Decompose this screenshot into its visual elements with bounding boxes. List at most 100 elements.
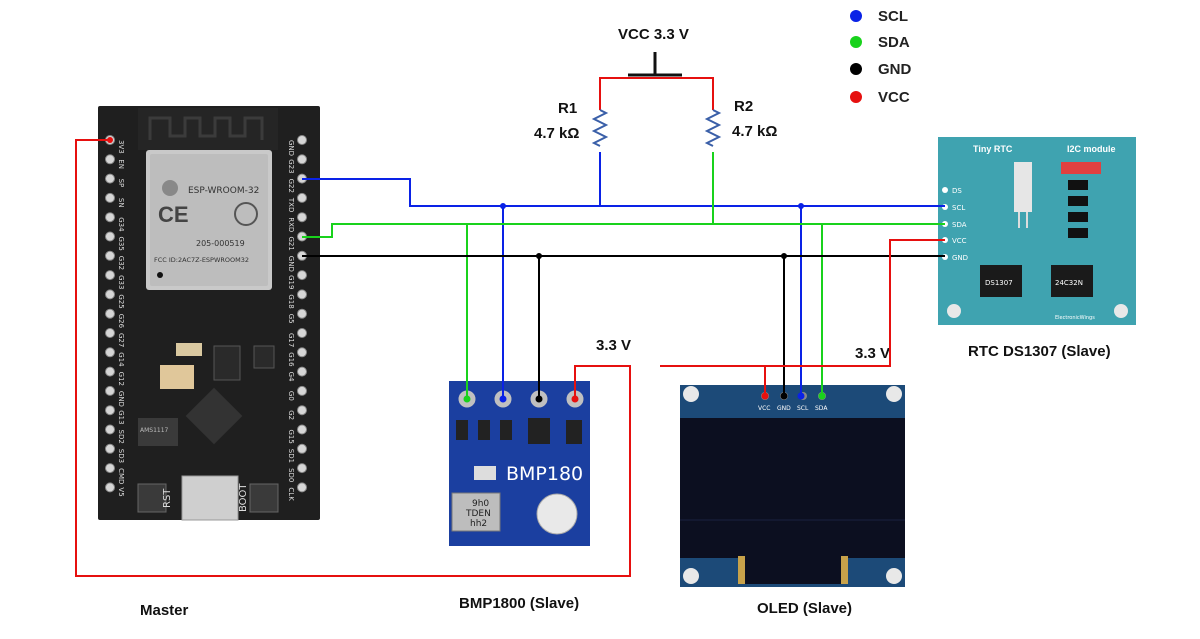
esp32-right-pin bbox=[297, 482, 307, 493]
esp32-left-pin-label: G27 bbox=[117, 333, 125, 347]
r1-value: 4.7 kΩ bbox=[534, 125, 579, 142]
ams-chip-label: AMS1117 bbox=[140, 427, 169, 434]
legend-label-scl: SCL bbox=[878, 8, 908, 25]
esp32-right-pin-label: GND bbox=[287, 140, 295, 156]
oled-terminal-gnd bbox=[780, 392, 788, 400]
ce-mark: CE bbox=[158, 202, 189, 227]
bmp180-supply-label: 3.3 V bbox=[596, 337, 631, 354]
esp32-left-pin bbox=[105, 270, 115, 281]
oled-hole-tr bbox=[886, 386, 902, 402]
esp32-left-pin bbox=[105, 347, 115, 358]
esp32-left-pin-label: G32 bbox=[117, 256, 125, 270]
oled-hole-br bbox=[886, 568, 902, 584]
rtc-pin-label: SCL bbox=[952, 204, 965, 212]
rtc-red-component bbox=[1061, 162, 1101, 174]
legend-dot-vcc bbox=[850, 91, 862, 103]
esp32-right-pin-label: G22 bbox=[287, 179, 295, 193]
esp32-left-pin bbox=[105, 250, 115, 261]
rst-label: RST bbox=[162, 488, 173, 508]
rtc-pin bbox=[942, 187, 948, 193]
rtc-smd-4 bbox=[1068, 228, 1088, 238]
esp32-board: ESP-WROOM-32 CE 205-000519 FCC ID:2AC7Z-… bbox=[98, 106, 320, 521]
rtc-smd-3 bbox=[1068, 212, 1088, 222]
bmp-terminal-scl bbox=[499, 395, 507, 403]
wire-terminals bbox=[463, 392, 826, 403]
esp32-left-pin bbox=[105, 366, 115, 377]
wire-vcc-main bbox=[75, 139, 631, 577]
esp32-left-pin-label: G35 bbox=[117, 237, 125, 251]
junction-gnd-oled bbox=[781, 253, 787, 259]
bmp-sensor-line-1: 9h0 bbox=[472, 499, 489, 509]
bmp-terminal-vcc bbox=[571, 395, 579, 403]
bmp-sensor-line-3: hh2 bbox=[470, 519, 487, 529]
esp32-left-pin-label: EN bbox=[117, 159, 125, 169]
pin1-dot bbox=[157, 272, 163, 278]
transistor bbox=[253, 345, 275, 369]
esp32-left-pin-label: G33 bbox=[117, 275, 125, 289]
esp32-antenna bbox=[138, 108, 278, 150]
bmp-sensor-line-2: TDEN bbox=[465, 509, 491, 519]
bmp-capacitor bbox=[474, 466, 496, 480]
wire-sda-bus bbox=[302, 223, 945, 238]
esp32-right-pin-label: G5 bbox=[287, 314, 295, 324]
bmp-terminal-gnd bbox=[535, 395, 543, 403]
esp32-right-pin-label: SD1 bbox=[287, 449, 295, 463]
esp32-left-pin bbox=[105, 231, 115, 242]
boot-label: BOOT bbox=[238, 483, 249, 512]
esp32-caption: Master bbox=[140, 602, 189, 619]
bmp-smd-1 bbox=[456, 420, 468, 440]
legend: SCL SDA GND VCC bbox=[850, 8, 912, 106]
oled-caption: OLED (Slave) bbox=[757, 600, 852, 617]
r1-name: R1 bbox=[558, 100, 577, 117]
esp32-right-pin bbox=[297, 366, 307, 377]
esp32-right-pin bbox=[297, 308, 307, 319]
vcc-rail-wire bbox=[599, 77, 714, 110]
espressif-logo-icon bbox=[234, 202, 258, 226]
junction-gnd-bmp bbox=[536, 253, 542, 259]
oled-pin-label-gnd: GND bbox=[777, 405, 791, 412]
esp32-right-pin-label: G19 bbox=[287, 275, 295, 289]
esp32-right-pin bbox=[297, 385, 307, 396]
r2-value: 4.7 kΩ bbox=[732, 123, 777, 140]
bmp-smd-3 bbox=[500, 420, 512, 440]
esp32-left-pin bbox=[105, 212, 115, 223]
esp32-left-pin-label: SN bbox=[117, 198, 125, 208]
esp32-left-pin-label: SD3 bbox=[117, 449, 125, 463]
oled-terminal-scl bbox=[797, 392, 805, 400]
legend-dot-sda bbox=[850, 36, 862, 48]
esp32-left-pin-label: G34 bbox=[117, 217, 125, 232]
esp32-right-pin bbox=[297, 424, 307, 435]
esp32-right-pin-label: G23 bbox=[287, 159, 295, 173]
boot-button[interactable] bbox=[249, 483, 279, 513]
esp32-right-pin-label: CLK bbox=[287, 487, 295, 501]
legend-label-vcc: VCC bbox=[878, 89, 910, 106]
rtc-chip2-label: 24C32N bbox=[1055, 279, 1083, 287]
esp32-right-pin-label: RXD bbox=[287, 217, 295, 232]
esp32-left-pin bbox=[105, 385, 115, 396]
oled-terminal-sda bbox=[818, 392, 826, 400]
oled-display: VCC GND SCL SDA bbox=[680, 385, 905, 587]
rtc-chip1-label: DS1307 bbox=[985, 279, 1013, 287]
oled-pin-label-sda: SDA bbox=[815, 405, 828, 412]
antenna-trace bbox=[148, 116, 264, 140]
usb-port bbox=[181, 475, 239, 521]
esp32-left-pin-label: SP bbox=[117, 179, 125, 188]
wire-vcc-oled-rtc bbox=[660, 239, 945, 396]
esp32-right-pin bbox=[297, 289, 307, 300]
wires bbox=[75, 139, 945, 577]
esp32-left-pin bbox=[105, 173, 115, 184]
rtc-hole-bl bbox=[947, 304, 961, 318]
rtc-crystal bbox=[1014, 162, 1032, 212]
bmp-terminal-sda bbox=[463, 395, 471, 403]
bmp-board-label: BMP180 bbox=[506, 463, 583, 485]
esp32-left-pin bbox=[105, 463, 115, 474]
esp32-right-pin bbox=[297, 270, 307, 281]
oled-pin-label-vcc: VCC bbox=[758, 405, 770, 412]
rtc-module: Tiny RTC I2C module DS1307 24C32N Electr… bbox=[938, 137, 1136, 325]
r2-name: R2 bbox=[734, 98, 753, 115]
rst-button[interactable] bbox=[137, 483, 167, 513]
esp32-right-pin bbox=[297, 135, 307, 145]
oled-ribbon-left bbox=[738, 556, 745, 584]
esp32-right-pin bbox=[297, 443, 307, 454]
